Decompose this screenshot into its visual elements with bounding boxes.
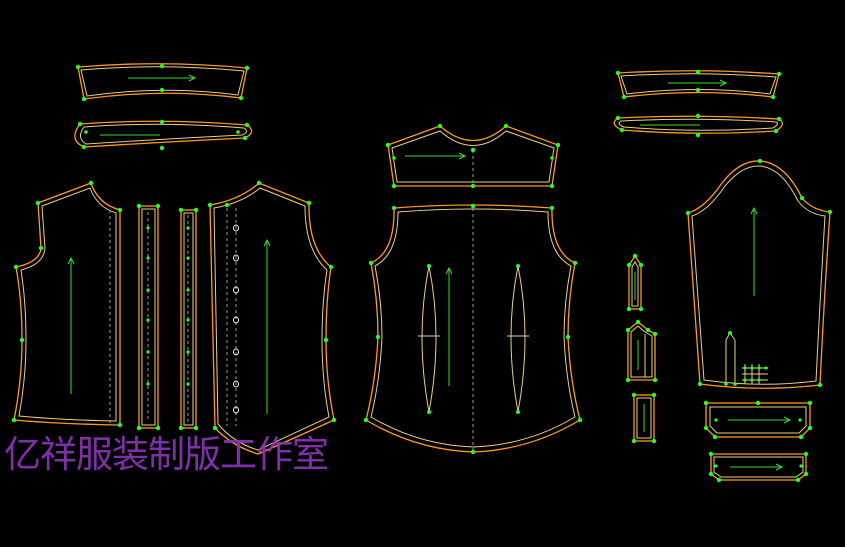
- collar-band-lower: [74, 119, 253, 151]
- collar-band-upper: [75, 63, 250, 102]
- cuff-2: [708, 451, 809, 483]
- left-front-panel: [11, 180, 123, 428]
- sleeve-placket-1: [626, 253, 644, 312]
- collar-stand-right: [613, 113, 783, 138]
- sleeve: [685, 158, 833, 389]
- cuff-1: [703, 400, 813, 440]
- right-front-panel: [207, 180, 337, 455]
- collar-left: [615, 69, 782, 100]
- front-placket-strip-1: [136, 203, 161, 431]
- sleeve-placket-3: [631, 392, 657, 444]
- front-placket-strip-2: [178, 207, 199, 431]
- back-panel: [363, 203, 583, 455]
- sleeve-placket-2: [625, 319, 658, 383]
- back-yoke: [385, 123, 561, 189]
